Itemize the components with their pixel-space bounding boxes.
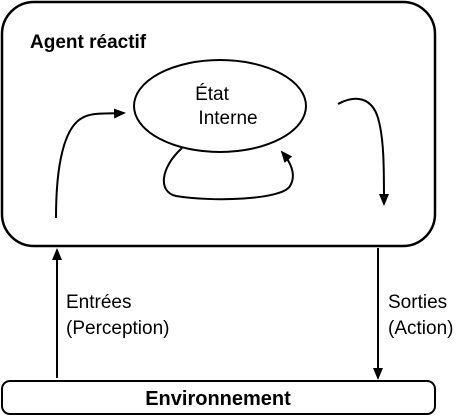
internal-state-label-line2: Interne [198, 108, 257, 129]
internal-state-label-line1: État [195, 84, 230, 105]
internal-state-node [133, 59, 307, 153]
outputs-label-line2: (Action) [388, 318, 453, 339]
environment-label: Environnement [145, 388, 291, 410]
state-to-output-arrow [337, 97, 389, 206]
state-loop-arrow [162, 147, 294, 201]
agent-title: Agent réactif [30, 32, 147, 53]
inputs-label-line2: (Perception) [66, 318, 170, 339]
inputs-label-line1: Entrées [66, 292, 131, 313]
environment-box [1, 380, 436, 415]
input-to-state-arrow [55, 108, 126, 219]
outputs-label-line1: Sorties [388, 292, 447, 313]
